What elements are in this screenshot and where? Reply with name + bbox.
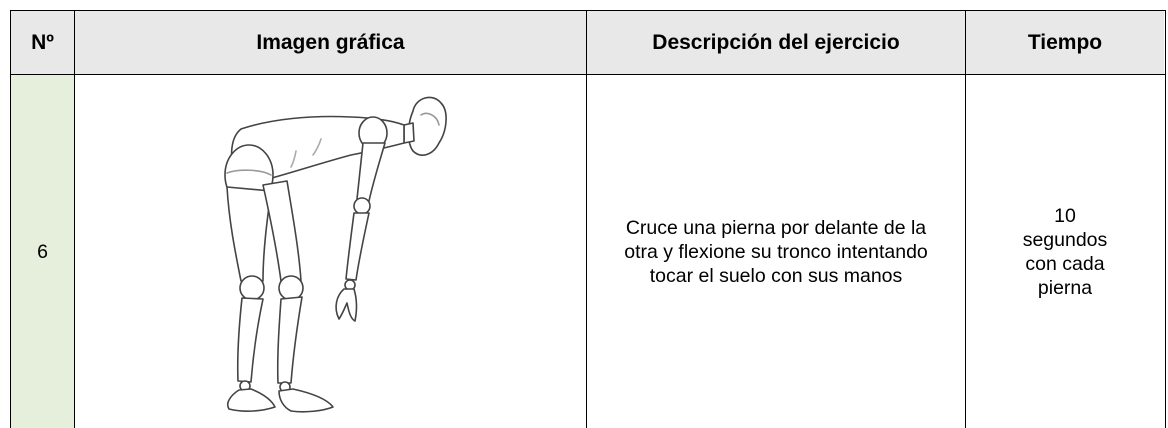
- exercise-table: Nº Imagen gráfica Descripción del ejerci…: [10, 10, 1166, 428]
- row-time-cell: 10 segundos con cada pierna: [966, 75, 1164, 428]
- header-image: Imagen gráfica: [75, 11, 586, 74]
- column-divider: [965, 10, 966, 428]
- table-right-border: [1165, 10, 1166, 428]
- header-description: Descripción del ejercicio: [587, 11, 965, 74]
- header-time: Tiempo: [966, 11, 1164, 74]
- bent-over-mannequin-stretch-figure-icon: [201, 81, 461, 416]
- column-divider: [586, 10, 587, 428]
- row-number-cell: 6: [11, 75, 74, 428]
- table-left-border: [10, 10, 11, 428]
- header-number: Nº: [11, 11, 74, 74]
- row-image-cell: [75, 75, 586, 428]
- table-top-border: [10, 10, 1166, 11]
- column-divider: [74, 10, 75, 428]
- header-bottom-border: [10, 74, 1166, 75]
- row-description-cell: Cruce una pierna por delante de la otra …: [587, 75, 965, 428]
